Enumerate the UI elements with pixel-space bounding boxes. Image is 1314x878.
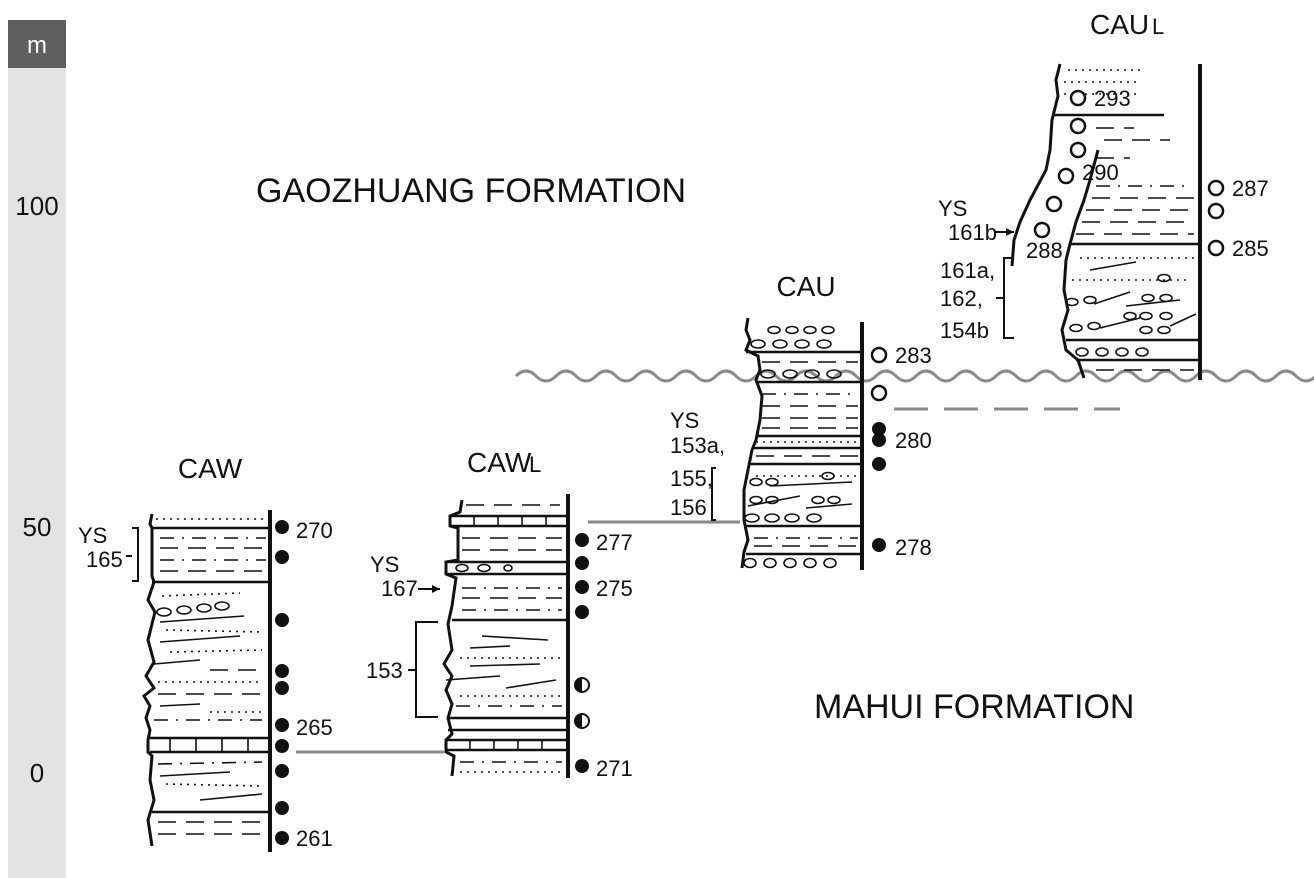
ys-line-cau-1: 153a, (670, 433, 725, 458)
section-caw-samples (275, 520, 289, 845)
sample-label-270: 270 (296, 518, 333, 543)
sample-label-293: 293 (1094, 86, 1131, 111)
sample-dot (575, 759, 589, 773)
sample-open-dot (1071, 119, 1085, 133)
ys-number-caw: 165 (86, 547, 123, 572)
sample-dot (575, 605, 589, 619)
sample-open-dot (872, 386, 886, 400)
sample-open-dot (872, 348, 886, 362)
formation-label-mahui: MAHUI FORMATION (814, 688, 1134, 726)
ys-bracket-caw (132, 528, 138, 581)
section-title-caul-main: CAU (1090, 9, 1149, 40)
sample-dot (275, 613, 289, 627)
ys-label-caw: YS (78, 523, 107, 548)
section-cau: CAU (670, 271, 932, 570)
sample-open-dot (1071, 143, 1085, 157)
sample-open-dot (1035, 223, 1049, 237)
section-title-cawl-sub: L (529, 452, 541, 477)
ys-line-cau-2: 155, (670, 466, 713, 491)
section-title-caul-sub: L (1152, 14, 1164, 39)
sample-label-285: 285 (1232, 236, 1269, 261)
sample-dot (575, 580, 589, 594)
sample-dot (275, 681, 289, 695)
bracket-line-caul-2: 162, (940, 286, 983, 311)
sample-label-278: 278 (895, 535, 932, 560)
sample-label-280: 280 (895, 428, 932, 453)
sample-dot (275, 718, 289, 732)
sample-open-dot (1071, 91, 1085, 105)
ys-label-caul: YS (938, 196, 967, 221)
sample-dot (275, 801, 289, 815)
sample-dot (872, 538, 886, 552)
section-title-cawl-main: CAW (467, 447, 532, 478)
section-title-cau: CAU (776, 271, 835, 302)
scale-bar: m 100 50 0 (8, 20, 66, 878)
ys-line-cau-3: 156 (670, 495, 707, 520)
sample-dot (275, 520, 289, 534)
scale-bar-background (8, 68, 66, 878)
section-cawl-samples (575, 533, 589, 773)
sample-dot (872, 457, 886, 471)
section-caul: CAU L (938, 9, 1269, 380)
section-caw-lithology (150, 519, 270, 834)
sample-dot (575, 533, 589, 547)
ys-label-cawl: YS (370, 552, 399, 577)
section-cau-lithology (744, 327, 862, 568)
bracket-line-caul-3: 154b (940, 318, 989, 343)
sample-dot (275, 831, 289, 845)
scale-tick-100: 100 (15, 191, 58, 221)
sample-dot (275, 764, 289, 778)
section-caul-outer-profile (1012, 64, 1060, 266)
bracket-line-caul-1: 161a, (940, 258, 995, 283)
sample-open-dot (1059, 169, 1073, 183)
sample-label-271: 271 (596, 756, 633, 781)
section-caw: CAW (78, 453, 333, 852)
bracket-caul (1004, 258, 1014, 338)
section-caul-lithology (1052, 70, 1200, 370)
sample-dot (575, 556, 589, 570)
formation-label-gaozhuang: GAOZHUANG FORMATION (256, 172, 686, 210)
sample-dot (275, 739, 289, 753)
ys-label-cau: YS (670, 408, 699, 433)
sample-label-261: 261 (296, 826, 333, 851)
sample-label-283: 283 (895, 343, 932, 368)
section-cawl-lithology (446, 505, 568, 772)
sample-label-287: 287 (1232, 176, 1269, 201)
bracket-153 (416, 622, 438, 717)
sample-open-dot (1209, 204, 1223, 218)
scale-tick-50: 50 (23, 512, 52, 542)
section-cawl-half-samples (575, 678, 589, 728)
sample-open-dot (1209, 241, 1223, 255)
ys-number-caul: 161b (948, 220, 997, 245)
sample-label-265: 265 (296, 715, 333, 740)
sample-label-275: 275 (596, 576, 633, 601)
sample-dot (275, 664, 289, 678)
scale-tick-0: 0 (30, 758, 44, 788)
section-title-caw: CAW (178, 453, 243, 484)
sample-label-288: 288 (1026, 238, 1063, 263)
ys-number-cawl: 167 (381, 576, 418, 601)
section-cawl-profile (444, 500, 462, 776)
section-cau-profile (742, 318, 762, 568)
sample-open-dot (1209, 181, 1223, 195)
bracket-label-153: 153 (366, 658, 403, 683)
sample-label-290: 290 (1082, 160, 1119, 185)
section-cawl: CAW L (366, 447, 633, 781)
sample-label-277: 277 (596, 530, 633, 555)
ys-bracket-cau (712, 468, 716, 520)
scale-unit: m (27, 32, 47, 59)
section-caw-profile (144, 514, 155, 846)
unconformity-wavy-line (516, 371, 1314, 381)
sample-dot (275, 550, 289, 564)
sample-open-dot (1047, 197, 1061, 211)
sample-dot (872, 433, 886, 447)
